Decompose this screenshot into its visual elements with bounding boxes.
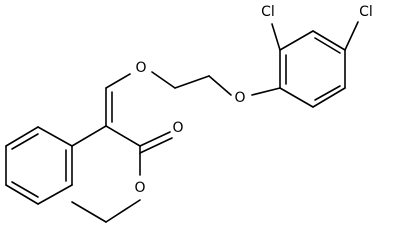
chlorine-ortho-label: Cl bbox=[261, 4, 275, 20]
ring-double-bond bbox=[314, 85, 341, 101]
ring-double-bond bbox=[11, 133, 39, 150]
ring-bond bbox=[5, 184, 39, 205]
o-vinyl-bond bbox=[105, 73, 131, 89]
phenyl-ring bbox=[5, 125, 107, 205]
ester-oxygen-label: O bbox=[134, 180, 145, 196]
carbonyl-double-bond bbox=[139, 131, 171, 147]
ring-bond bbox=[312, 87, 346, 108]
ring-bond bbox=[312, 30, 346, 51]
ch2-o-bond bbox=[151, 71, 176, 89]
c-carbonyl-bond bbox=[105, 125, 141, 147]
aryl-o-bond bbox=[251, 87, 281, 96]
ring-double-bond bbox=[11, 181, 39, 198]
carbonyl-double-bond-inner bbox=[139, 137, 173, 154]
ethyl-bond bbox=[71, 201, 107, 223]
ring-bond bbox=[279, 87, 314, 108]
c-cl-bond bbox=[344, 21, 359, 51]
c-cl-bond bbox=[271, 23, 281, 51]
ring-bond bbox=[71, 125, 107, 147]
dichlorophenyl-ring bbox=[279, 30, 346, 108]
ring-bond bbox=[37, 126, 73, 147]
ring-bond bbox=[5, 126, 39, 147]
ether-oxygen-2-label: O bbox=[234, 90, 245, 106]
carbonyl-oxygen-label: O bbox=[172, 120, 183, 136]
o-ch2-ethyl-bond bbox=[105, 199, 141, 223]
chlorine-para-label: Cl bbox=[359, 4, 373, 20]
o-ch2-bond bbox=[208, 75, 232, 96]
ring-bond bbox=[37, 184, 73, 205]
ring-bond bbox=[279, 30, 314, 51]
ether-oxygen-1-label: O bbox=[135, 60, 146, 76]
ch2-ch2-bond bbox=[174, 75, 210, 89]
ring-double-bond bbox=[314, 37, 341, 54]
